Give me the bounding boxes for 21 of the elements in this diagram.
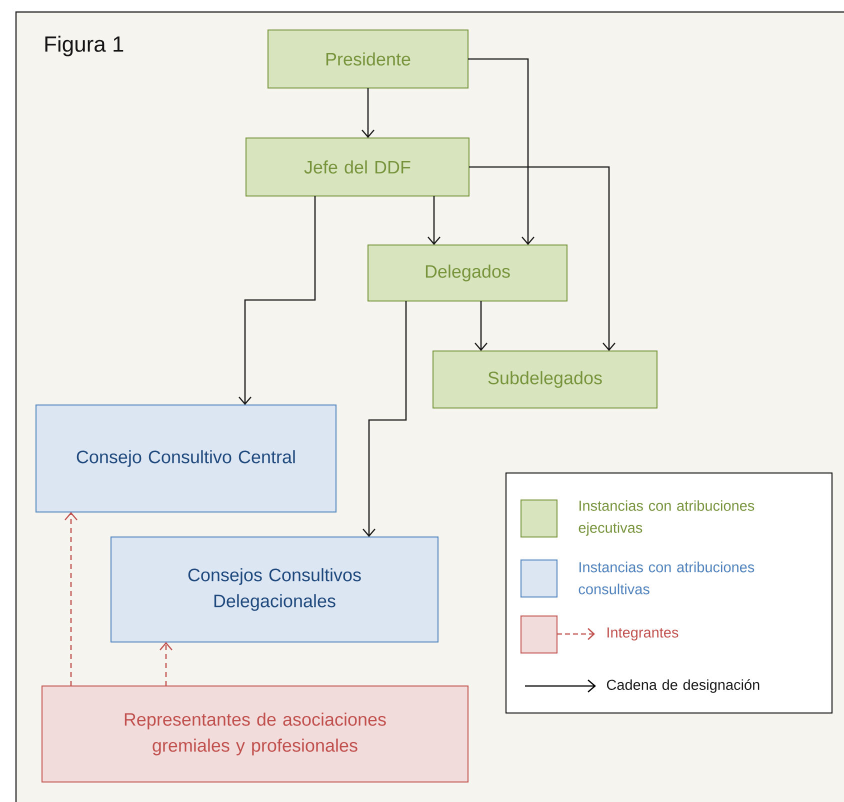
arrow (238, 196, 316, 405)
arrow (362, 88, 374, 138)
legend-text: Integrantes (608, 628, 678, 640)
arrow (474, 301, 488, 351)
process-box: Consejos Consultivos Delegacionales (110, 536, 438, 642)
arrow (160, 642, 172, 686)
process-box: Representantes de asociaciones gremiales y profesionales (42, 686, 468, 782)
arrow (469, 166, 616, 351)
arrow (428, 196, 440, 245)
process-box: Subdelegados (432, 350, 658, 408)
arrow (362, 301, 407, 537)
process-box: Presidente (268, 30, 468, 88)
legend-text: Cadena de designación (606, 679, 760, 693)
arrow (64, 512, 78, 686)
legend-text: Instancias con atribuciones ejecutivas (578, 500, 754, 536)
figure-title: Figura 1 (45, 36, 124, 56)
process-box: Delegados (368, 244, 568, 302)
legend-text: Instancias con atribuciones consultivas (578, 562, 754, 594)
arrow (468, 58, 534, 245)
process-box: Consejo Consultivo Central (36, 404, 336, 512)
process-box: Jefe del DDF (246, 138, 470, 196)
